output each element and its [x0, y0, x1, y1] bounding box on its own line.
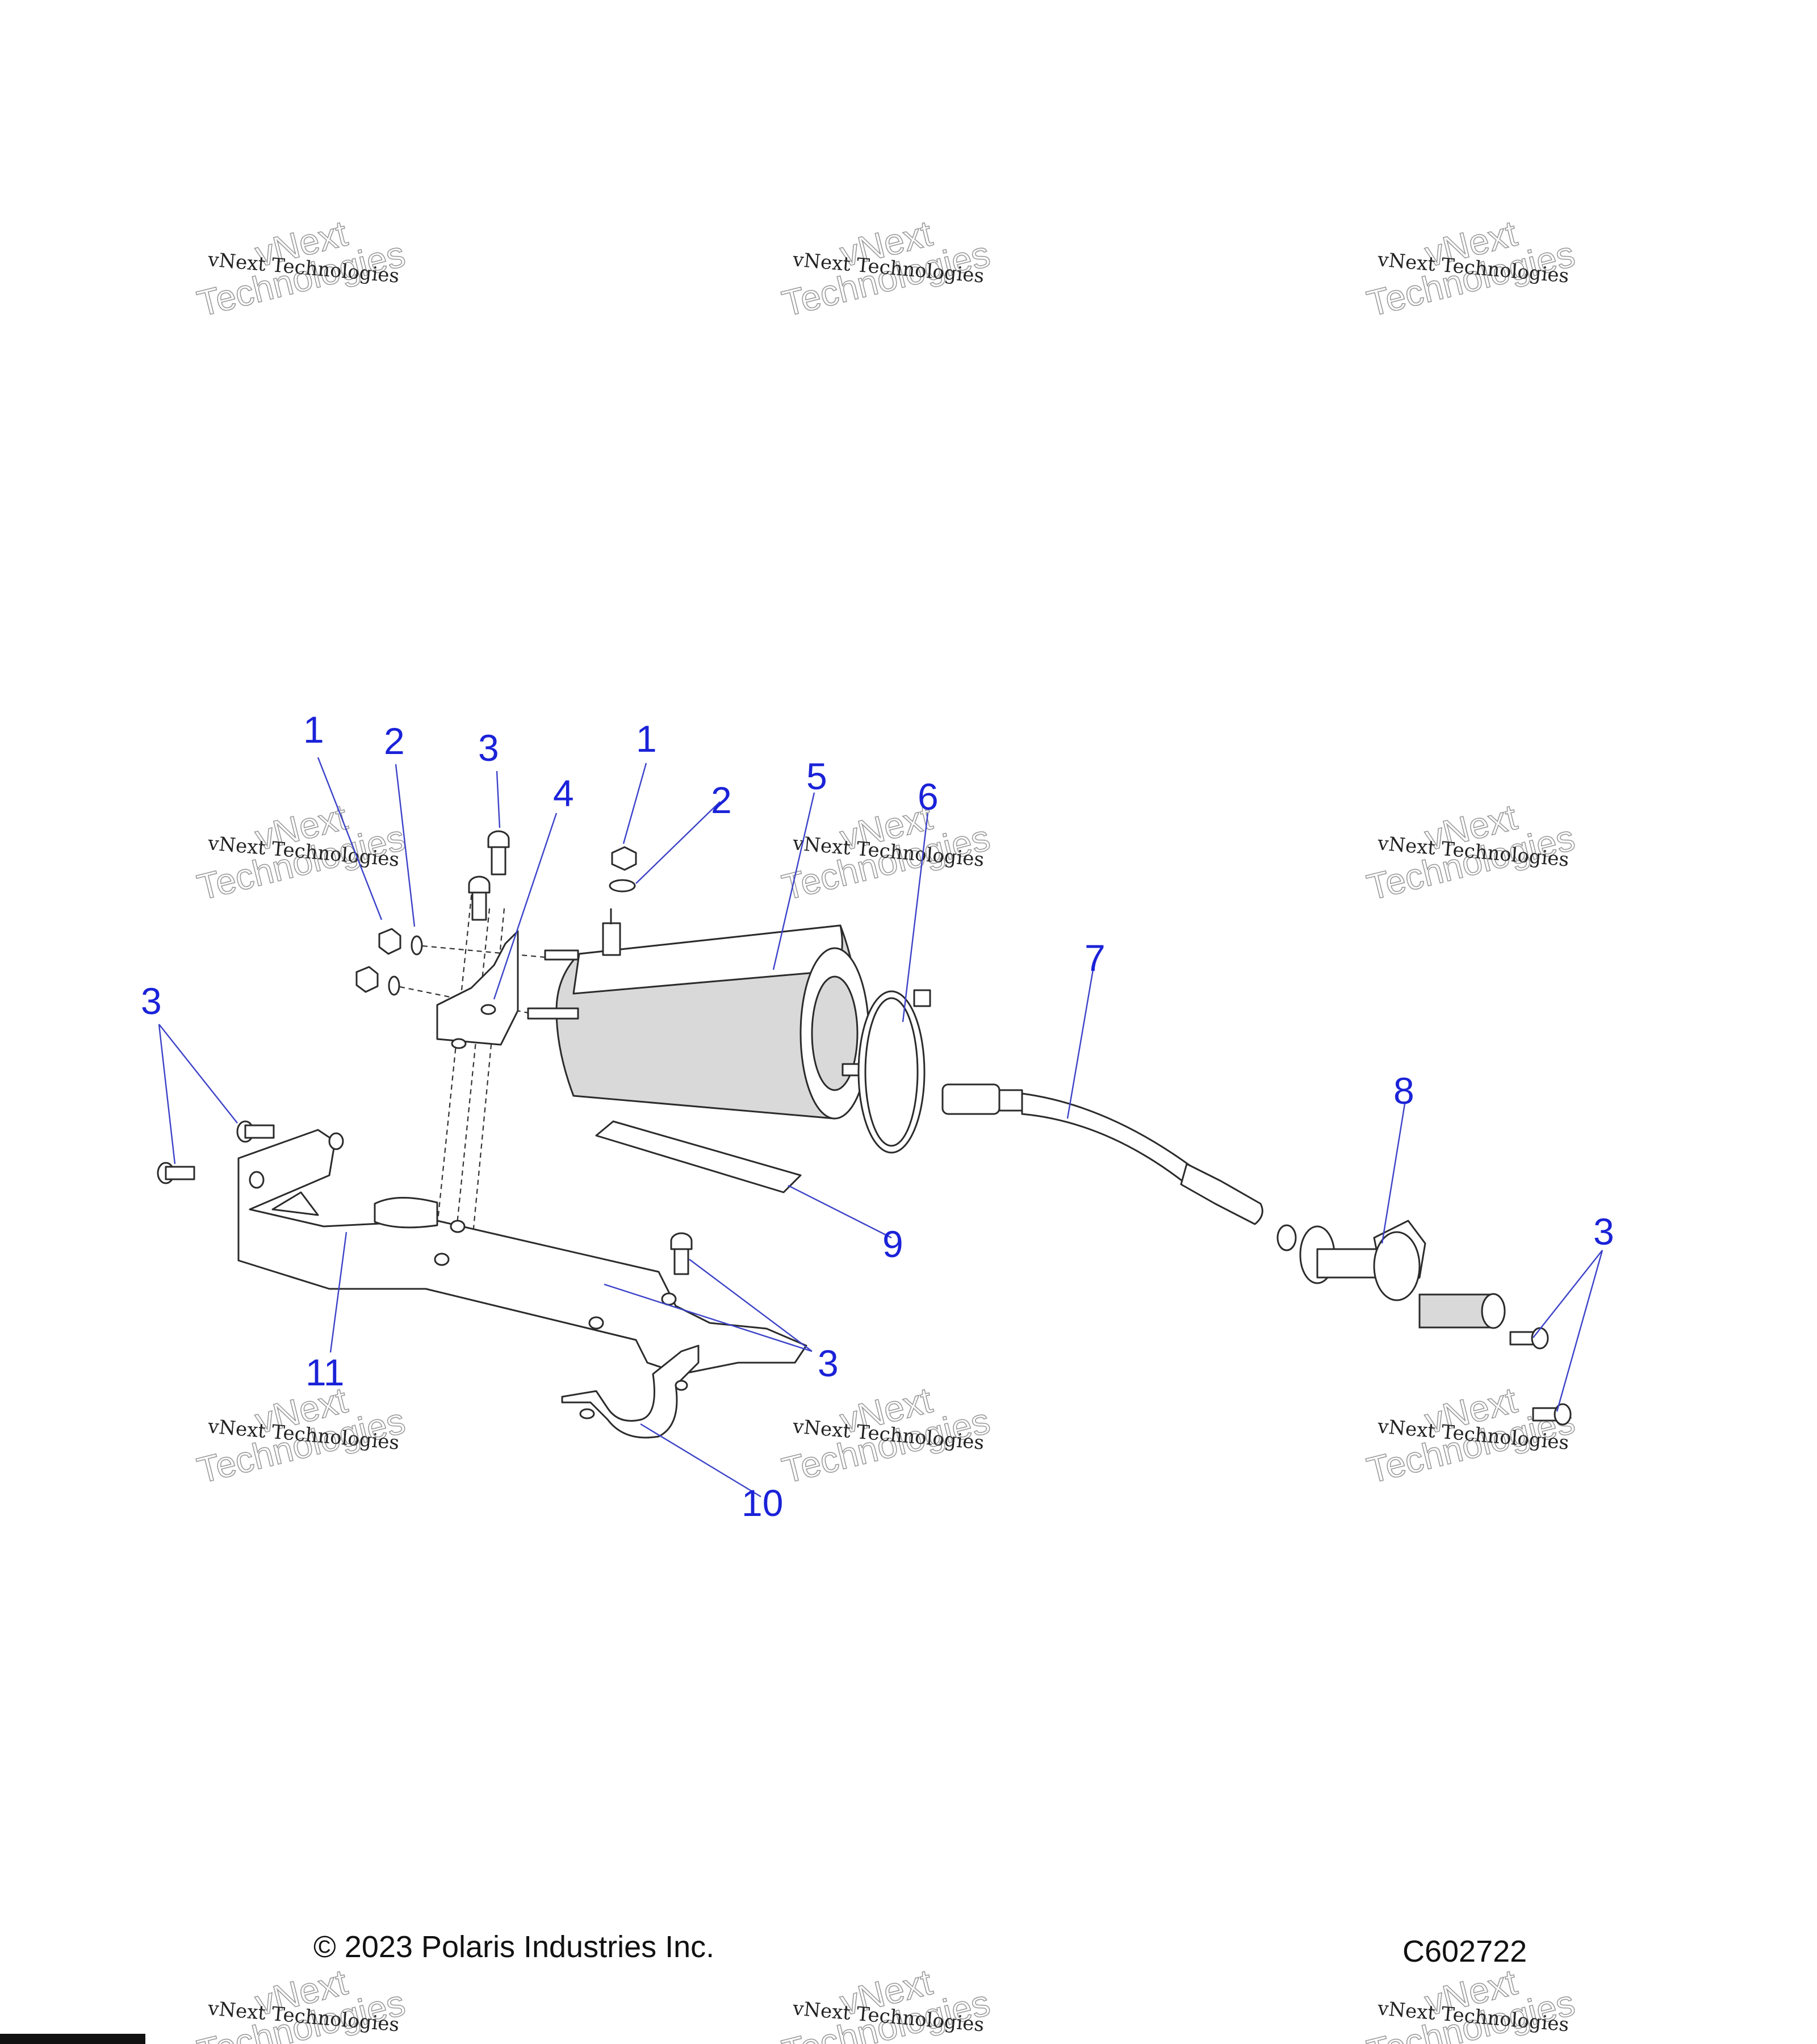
- watermark-tile: Technologies vNext vNext Technologies: [1363, 212, 1580, 325]
- drawing-number: C602722: [1402, 1934, 1527, 1968]
- copyright-notice: © 2023 Polaris Industries Inc.: [313, 1930, 715, 1964]
- motor-mount-bracket: [436, 930, 519, 1049]
- callout-6: 6: [918, 776, 939, 818]
- corner-bar: [0, 2034, 145, 2044]
- watermark-tile: Technologies vNext vNext Technologies: [1363, 1961, 1580, 2044]
- callout-4: 4: [553, 772, 574, 814]
- starter-drive: [1276, 1220, 1506, 1329]
- callout-9: 9: [882, 1223, 903, 1265]
- callout-2: 2: [384, 720, 405, 762]
- callout-11: 11: [305, 1351, 345, 1393]
- callout-1: 1: [636, 718, 657, 760]
- motor-pad: [595, 1120, 802, 1193]
- bolt-left-b: [157, 1162, 195, 1184]
- callout-10: 10: [742, 1482, 783, 1524]
- callout-2: 2: [711, 779, 732, 821]
- watermark-tile: Technologies vNext vNext Technologies: [193, 796, 410, 908]
- callout-8: 8: [1393, 1070, 1414, 1112]
- callout-7: 7: [1085, 937, 1106, 979]
- watermark-tile: Technologies vNext vNext Technologies: [778, 212, 995, 325]
- callout-3: 3: [478, 727, 499, 769]
- callout-5: 5: [806, 755, 827, 797]
- support-strap: [561, 1344, 700, 1439]
- hex-nut-top: [611, 846, 637, 871]
- leader-lines: [158, 757, 1604, 1498]
- starter-motor: [527, 908, 870, 1120]
- callouts: 1 2 3 4 1 2 5 6 7 8 3 3 9 11 10 3: [141, 709, 1614, 1524]
- cable-boot: [941, 1083, 1263, 1225]
- bolt-top-b: [468, 876, 491, 921]
- callout-1: 1: [303, 709, 324, 751]
- watermark-tile: Technologies vNext vNext Technologies: [193, 1379, 410, 1492]
- watermark-tile: Technologies vNext vNext Technologies: [778, 1379, 995, 1492]
- watermark-tile: Technologies vNext vNext Technologies: [778, 796, 995, 908]
- hex-nut-left-upper: [378, 928, 401, 955]
- bolt-right-a: [1509, 1327, 1549, 1350]
- callout-3: 3: [818, 1342, 839, 1384]
- callout-3: 3: [1593, 1211, 1614, 1253]
- watermark-tile: Technologies vNext vNext Technologies: [1363, 796, 1580, 908]
- watermark-tile: Technologies vNext vNext Technologies: [1363, 1379, 1580, 1492]
- washer-top: [609, 879, 636, 893]
- bolt-plate-b: [670, 1232, 693, 1275]
- hose-clamp: [857, 989, 931, 1154]
- callout-3: 3: [141, 980, 162, 1022]
- mounting-plate: [237, 1129, 807, 1375]
- washer-left-upper: [411, 935, 423, 956]
- hex-nut-left-lower: [355, 966, 379, 993]
- washer-left-lower: [388, 975, 400, 996]
- bolt-right-b: [1532, 1403, 1572, 1426]
- watermark-tile: Technologies vNext vNext Technologies: [193, 212, 410, 325]
- bolt-top-a: [487, 830, 510, 876]
- watermark-tile: Technologies vNext vNext Technologies: [778, 1961, 995, 2044]
- bolt-left-a: [236, 1120, 275, 1143]
- watermark-tile: Technologies vNext vNext Technologies: [193, 1961, 410, 2044]
